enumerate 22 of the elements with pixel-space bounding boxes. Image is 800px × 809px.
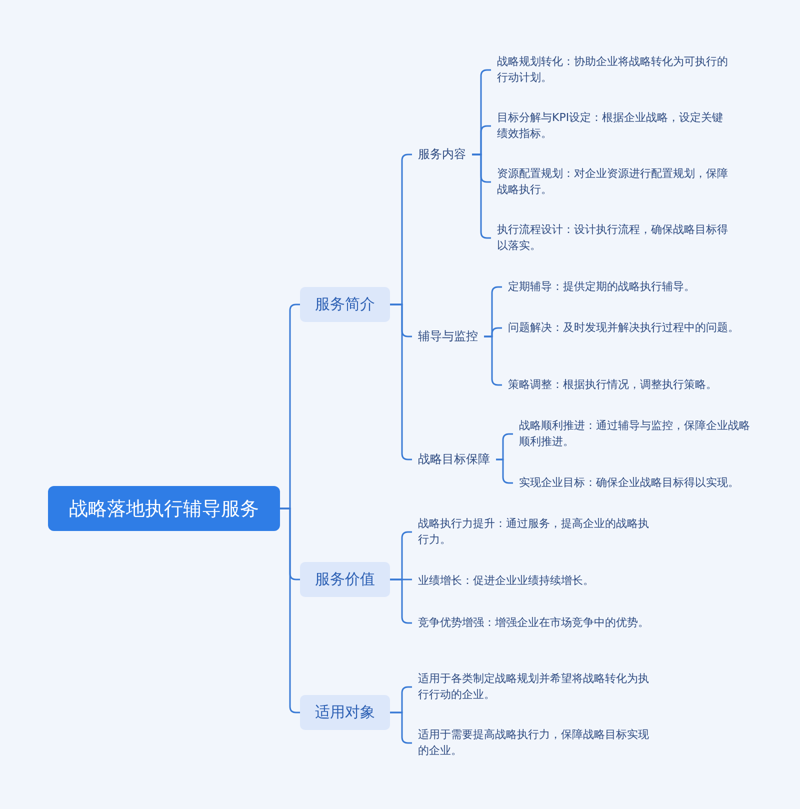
- detail-text: 竞争优势增强：增强企业在市场竞争中的优势。: [412, 613, 656, 633]
- detail-text: 战略规划转化：协助企业将战略转化为可执行的行动计划。: [491, 52, 735, 88]
- detail-text: 战略顺利推进：通过辅导与监控，保障企业战略顺利推进。: [513, 416, 757, 452]
- detail-text: 资源配置规划：对企业资源进行配置规划，保障战略执行。: [491, 164, 735, 200]
- subtopic-text: 服务内容: [412, 144, 472, 165]
- root-topic-box: 战略落地执行辅导服务: [48, 486, 280, 531]
- detail-text: 适用于各类制定战略规划并希望将战略转化为执行行动的企业。: [412, 669, 656, 705]
- detail-text: 战略执行力提升：通过服务，提高企业的战略执行力。: [412, 514, 656, 550]
- detail-text: 执行流程设计：设计执行流程，确保战略目标得以落实。: [491, 220, 735, 256]
- branch-topic-box: 适用对象: [300, 695, 390, 730]
- detail-text: 策略调整：根据执行情况，调整执行策略。: [502, 375, 746, 395]
- detail-text: 问题解决：及时发现并解决执行过程中的问题。: [502, 318, 746, 338]
- connector-line: [280, 508, 300, 714]
- detail-text: 目标分解与KPI设定：根据企业战略，设定关键绩效指标。: [491, 108, 735, 144]
- branch-topic-box: 服务价值: [300, 562, 390, 597]
- branch-topic-box: 服务简介: [300, 287, 390, 322]
- subtopic-text: 辅导与监控: [412, 326, 484, 347]
- detail-text: 业绩增长：促进企业业绩持续增长。: [412, 571, 656, 591]
- detail-text: 适用于需要提高战略执行力，保障战略目标实现的企业。: [412, 725, 656, 761]
- subtopic-text: 战略目标保障: [412, 449, 496, 470]
- detail-text: 定期辅导：提供定期的战略执行辅导。: [502, 277, 746, 297]
- detail-text: 实现企业目标：确保企业战略目标得以实现。: [513, 473, 773, 493]
